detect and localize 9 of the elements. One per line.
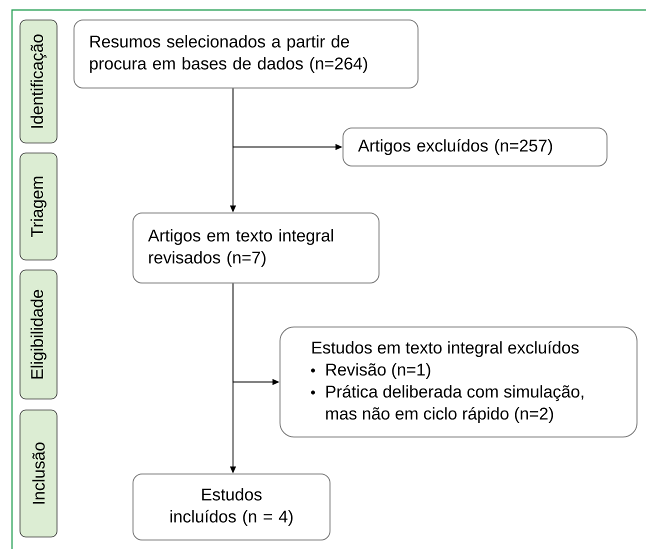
stage-box: Eligibilidade xyxy=(20,270,58,400)
process-box: Resumos selecionados a partir de procura em bases de dados (n=264) xyxy=(74,20,418,88)
process-box: Estudos incluídos (n = 4) xyxy=(132,474,330,540)
stage-box: Triagem xyxy=(20,152,58,260)
process-box: Estudos em texto integral excluídos Revisão (n=1) Prática deliberada com simulação, mas não em ciclo rápido (n=2) xyxy=(280,326,638,438)
process-box: Artigos em texto integral revisados (n=7) xyxy=(132,212,380,284)
stage-box: Identificação xyxy=(20,20,58,144)
process-box: Artigos excluídos (n=257) xyxy=(342,128,608,166)
stage-box: Inclusão xyxy=(20,410,58,538)
